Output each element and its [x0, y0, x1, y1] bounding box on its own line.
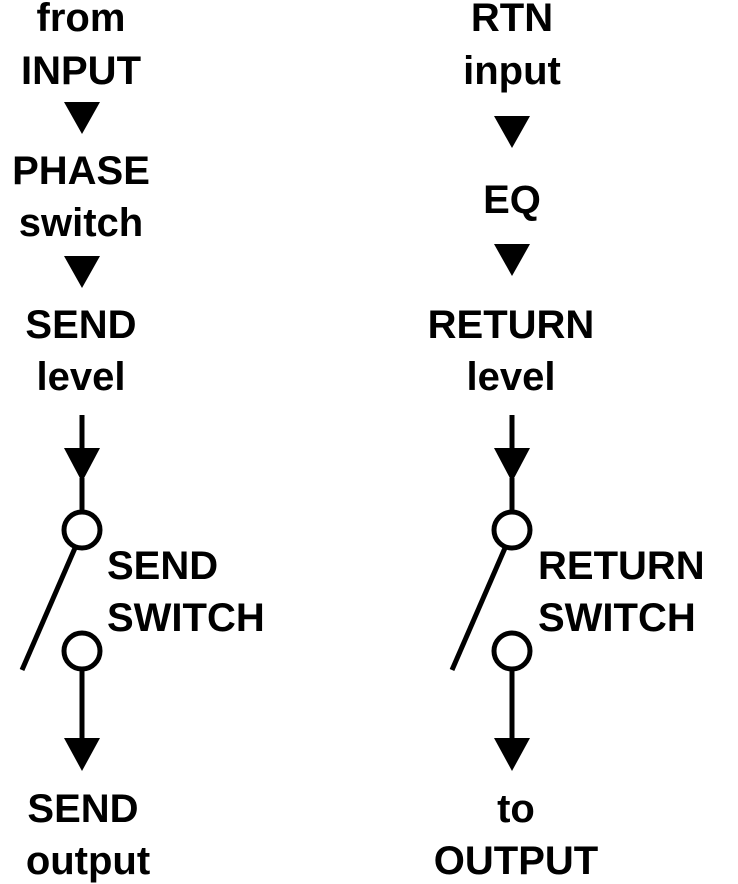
- phase-switch-label-line2: switch: [19, 201, 143, 245]
- return-switch-label-line1: RETURN: [538, 544, 705, 588]
- send-switch-label-line1: SEND: [107, 544, 218, 588]
- return-output-label-line2: OUTPUT: [434, 839, 598, 883]
- send-flow-arrow-2: [64, 256, 100, 288]
- return-level-label-line2: level: [467, 355, 556, 399]
- send-level-label-line2: level: [37, 355, 126, 399]
- return-switch-label-line2: SWITCH: [538, 596, 696, 640]
- send-source-label-line2: INPUT: [21, 49, 141, 93]
- phase-switch-label-line1: PHASE: [12, 149, 150, 193]
- send-source-label-line1: from: [37, 0, 126, 40]
- return-switch-top-contact: [491, 509, 533, 551]
- send-flow-arrow-4: [64, 738, 100, 771]
- return-flow-arrow-3: [494, 448, 530, 482]
- return-switch-lever: [449, 547, 508, 671]
- return-output-label-line1: to: [497, 787, 535, 831]
- send-switch-label-line2: SWITCH: [107, 596, 265, 640]
- send-chain: from INPUT PHASE switch SEND level SEND …: [12, 0, 265, 883]
- eq-label: EQ: [483, 178, 541, 222]
- return-source-label-line2: input: [463, 49, 561, 93]
- return-level-label-line1: RETURN: [428, 303, 595, 347]
- send-switch-top-contact: [61, 509, 103, 551]
- return-switch-bottom-contact: [491, 630, 533, 672]
- send-flow-arrow-1: [64, 102, 100, 134]
- return-flow-arrow-1: [494, 116, 530, 148]
- send-output-label-line1: SEND: [27, 787, 138, 831]
- return-flow-arrow-2: [494, 244, 530, 276]
- send-switch-lever: [19, 547, 78, 671]
- send-level-label-line1: SEND: [25, 303, 136, 347]
- return-chain: RTN input EQ RETURN level RETURN SWITCH …: [428, 0, 705, 883]
- send-output-label-line2: output: [26, 839, 150, 883]
- return-flow-arrow-4: [494, 738, 530, 771]
- send-flow-arrow-3: [64, 448, 100, 482]
- send-switch-bottom-contact: [61, 630, 103, 672]
- return-source-label-line1: RTN: [471, 0, 553, 40]
